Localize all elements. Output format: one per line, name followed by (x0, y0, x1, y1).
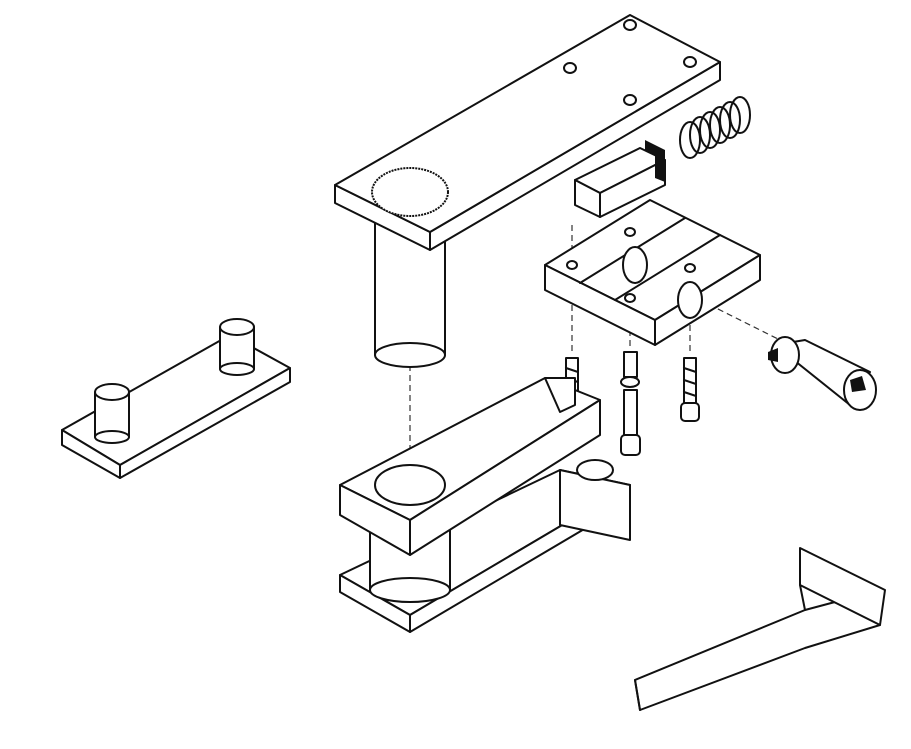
allen-wrench (634, 547, 886, 711)
compression-spring (679, 96, 751, 159)
latch-block (574, 140, 666, 218)
pin-plate (61, 318, 291, 479)
bottom-pivot-assembly (339, 377, 631, 633)
screw-center (620, 351, 641, 456)
top-pivot-plate (334, 14, 721, 368)
latch-housing-block (544, 199, 761, 346)
screw-right (680, 357, 700, 422)
plunger-cylinder (768, 336, 877, 411)
